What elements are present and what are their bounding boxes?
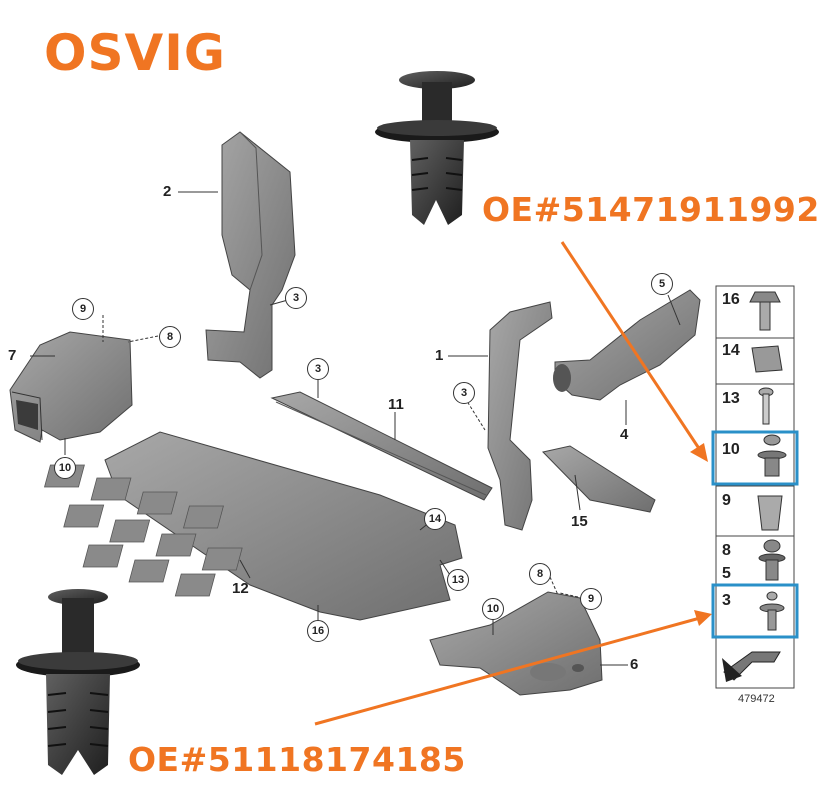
orange-arrows	[314, 241, 702, 726]
legend-item-5: 5	[722, 565, 731, 582]
callout-10-left: 10	[54, 457, 76, 479]
legend-icons	[722, 291, 787, 682]
part-2-duct	[205, 131, 296, 379]
part-4-duct	[553, 289, 701, 401]
callout-3-top: 3	[285, 287, 307, 309]
callout-14: 14	[424, 508, 446, 530]
callout-8-left: 8	[159, 326, 181, 348]
callout-9-right: 9	[580, 588, 602, 610]
parts-diagram: OSVIG OE#51471911992 OE#51118174185 2 7 …	[8, 28, 819, 779]
arrow-head-top	[690, 443, 708, 462]
callout-1: 1	[435, 347, 444, 364]
callout-7: 7	[8, 347, 17, 364]
callout-12: 12	[232, 580, 249, 597]
callout-11: 11	[388, 396, 404, 413]
legend-item-16: 16	[722, 291, 740, 308]
callout-10-right: 10	[482, 598, 504, 620]
callout-2: 2	[163, 183, 172, 200]
brand-prefix: OS	[44, 24, 125, 82]
diagram-svg	[9, 71, 799, 775]
diagram-id: 479472	[738, 693, 775, 705]
callout-6: 6	[630, 656, 639, 673]
legend-item-3: 3	[722, 592, 731, 609]
legend-item-13: 13	[722, 390, 740, 407]
part-1-bracket	[487, 301, 553, 531]
part-7-duct	[9, 331, 133, 443]
part-6-duct	[429, 591, 603, 696]
callout-3-right: 3	[453, 382, 475, 404]
part-11-bar	[270, 391, 493, 501]
callout-13: 13	[447, 569, 469, 591]
push-clip-top-photo	[375, 71, 499, 225]
arrow-head-bottom	[694, 610, 712, 626]
part-12-underbody-panel	[44, 431, 463, 621]
legend-item-9: 9	[722, 492, 731, 509]
callout-9-left: 9	[72, 298, 94, 320]
callout-4: 4	[620, 426, 629, 443]
callout-15: 15	[571, 513, 588, 530]
part-number-bottom: OE#51118174185	[128, 740, 466, 779]
brand-suffix: IG	[164, 24, 226, 82]
legend-item-14: 14	[722, 342, 740, 359]
part-15-bracket	[542, 445, 656, 513]
legend-highlights	[711, 430, 799, 639]
callout-3-mid: 3	[307, 358, 329, 380]
legend-item-8: 8	[722, 542, 731, 559]
callout-16: 16	[307, 620, 329, 642]
legend-item-10: 10	[722, 441, 740, 458]
callout-8-right: 8	[529, 563, 551, 585]
brand-check: V	[124, 24, 165, 82]
part-number-top: OE#51471911992	[482, 190, 820, 229]
brand-logo: OSVIG	[44, 28, 226, 78]
push-clip-bottom-photo	[16, 589, 140, 775]
callout-5: 5	[651, 273, 673, 295]
